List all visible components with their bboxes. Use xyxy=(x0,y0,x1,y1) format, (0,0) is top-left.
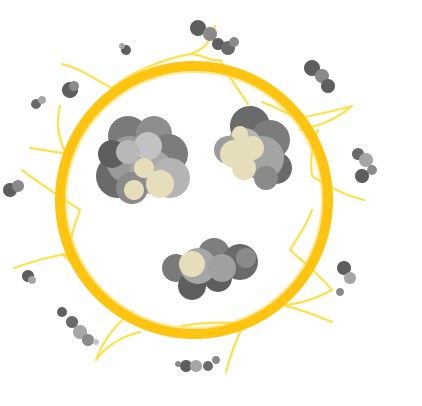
lightning-lower-right xyxy=(266,208,334,308)
lightning-top-right xyxy=(190,52,250,106)
lightning-upper-right xyxy=(260,100,354,132)
lightning-bottom-left xyxy=(94,310,142,362)
debris-icon xyxy=(3,20,377,372)
lightning-lower-right-tail xyxy=(284,304,334,324)
debris-left xyxy=(3,180,36,284)
debris-top xyxy=(119,20,239,55)
debris-right xyxy=(336,148,377,296)
debris-upper-left xyxy=(31,81,79,109)
ring-icon xyxy=(55,61,333,339)
debris-upper-right xyxy=(304,60,335,93)
lightning-upper-left xyxy=(28,104,68,156)
lightning-top-left xyxy=(60,24,217,90)
lightning-left xyxy=(12,168,82,270)
smoke-cloud-bottom xyxy=(162,238,258,300)
debris-lower-left xyxy=(57,307,99,346)
lightning-strokes xyxy=(12,24,366,374)
smoke-cloud-left xyxy=(96,116,190,204)
debris-bottom xyxy=(175,356,220,372)
smoke-cloud-right xyxy=(214,106,292,190)
